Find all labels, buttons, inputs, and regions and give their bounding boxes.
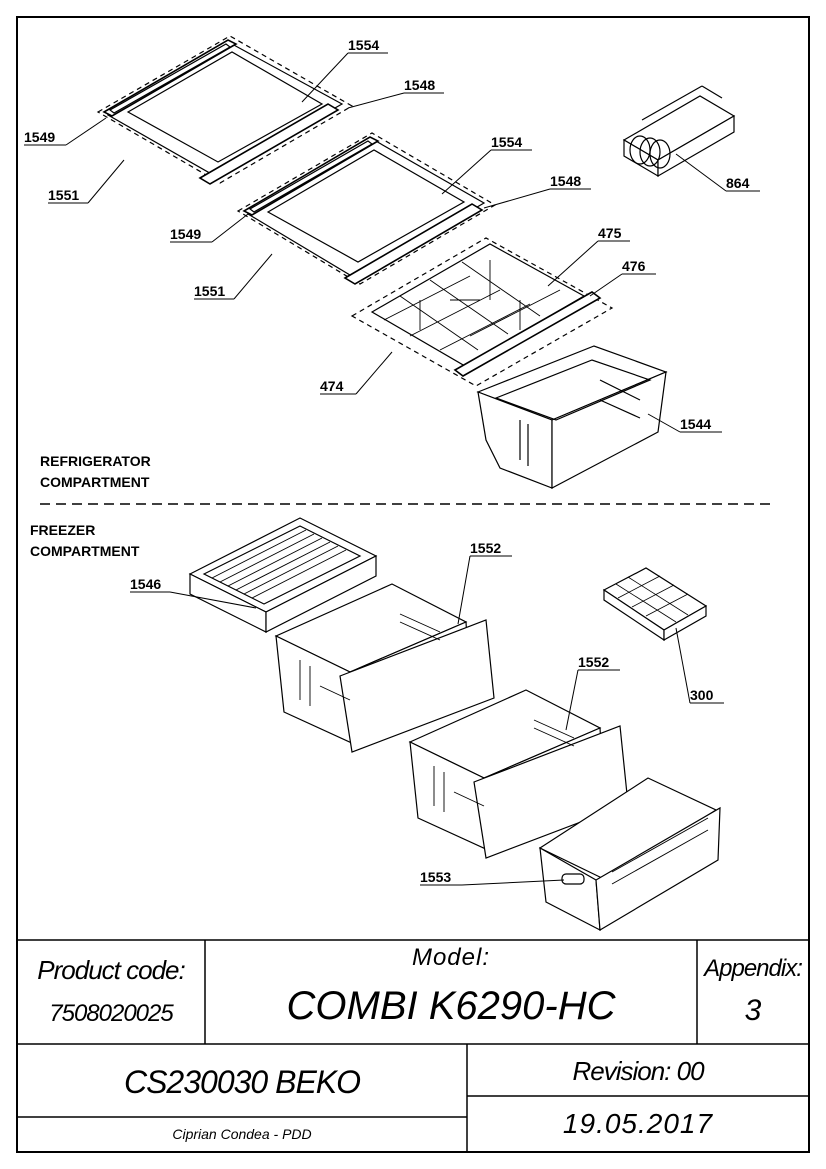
refrigerator-compartment-label-2: COMPARTMENT <box>40 474 150 490</box>
callout-1551-lower: 1551 <box>194 283 225 299</box>
callout-1548-lower: 1548 <box>550 173 581 189</box>
callout-1544: 1544 <box>680 416 711 432</box>
freezer-drawer-1 <box>274 583 495 753</box>
author: Ciprian Condea - PDD <box>172 1126 312 1142</box>
callout-1546: 1546 <box>130 576 161 592</box>
document-code: CS230030 BEKO <box>123 1064 361 1100</box>
callout-1549-upper: 1549 <box>24 129 55 145</box>
freezer-drawer-2 <box>408 689 629 859</box>
revision: Revision: 00 <box>572 1056 704 1086</box>
callout-300: 300 <box>690 687 714 703</box>
callout-1552-upper: 1552 <box>470 540 501 556</box>
product-code-value: 7508020025 <box>49 1000 173 1027</box>
callout-474: 474 <box>320 378 344 394</box>
callout-1551-upper: 1551 <box>48 187 79 203</box>
freezer-compartment-label-1: FREEZER <box>30 522 95 538</box>
callout-1554-upper: 1554 <box>348 37 379 53</box>
callout-1552-lower: 1552 <box>578 654 609 670</box>
freezer-drawer-3 <box>538 777 721 932</box>
callout-476: 476 <box>622 258 646 274</box>
callout-1553: 1553 <box>420 869 451 885</box>
callout-864: 864 <box>726 175 750 191</box>
product-code-label: Product code: <box>37 955 185 985</box>
crisper-bin <box>476 345 668 489</box>
shelf-1 <box>96 35 354 185</box>
callout-1554-lower: 1554 <box>491 134 522 150</box>
callout-1549-lower: 1549 <box>170 226 201 242</box>
callout-475: 475 <box>598 225 622 241</box>
ice-tray <box>602 567 708 642</box>
drawing-frame <box>16 16 810 1153</box>
callout-1548-upper: 1548 <box>404 77 435 93</box>
appendix-value: 3 <box>744 994 762 1027</box>
shelf-2 <box>236 132 497 285</box>
freezer-compartment-label-2: COMPARTMENT <box>30 543 140 559</box>
part-864 <box>622 85 736 178</box>
refrigerator-compartment-label-1: REFRIGERATOR <box>40 453 151 469</box>
revision-date: 19.05.2017 <box>562 1108 714 1139</box>
shelf-3-glass <box>350 237 614 387</box>
model-value: COMBI K6290-HC <box>286 984 616 1028</box>
model-label: Model: <box>411 944 491 971</box>
appendix-label: Appendix: <box>704 955 803 982</box>
